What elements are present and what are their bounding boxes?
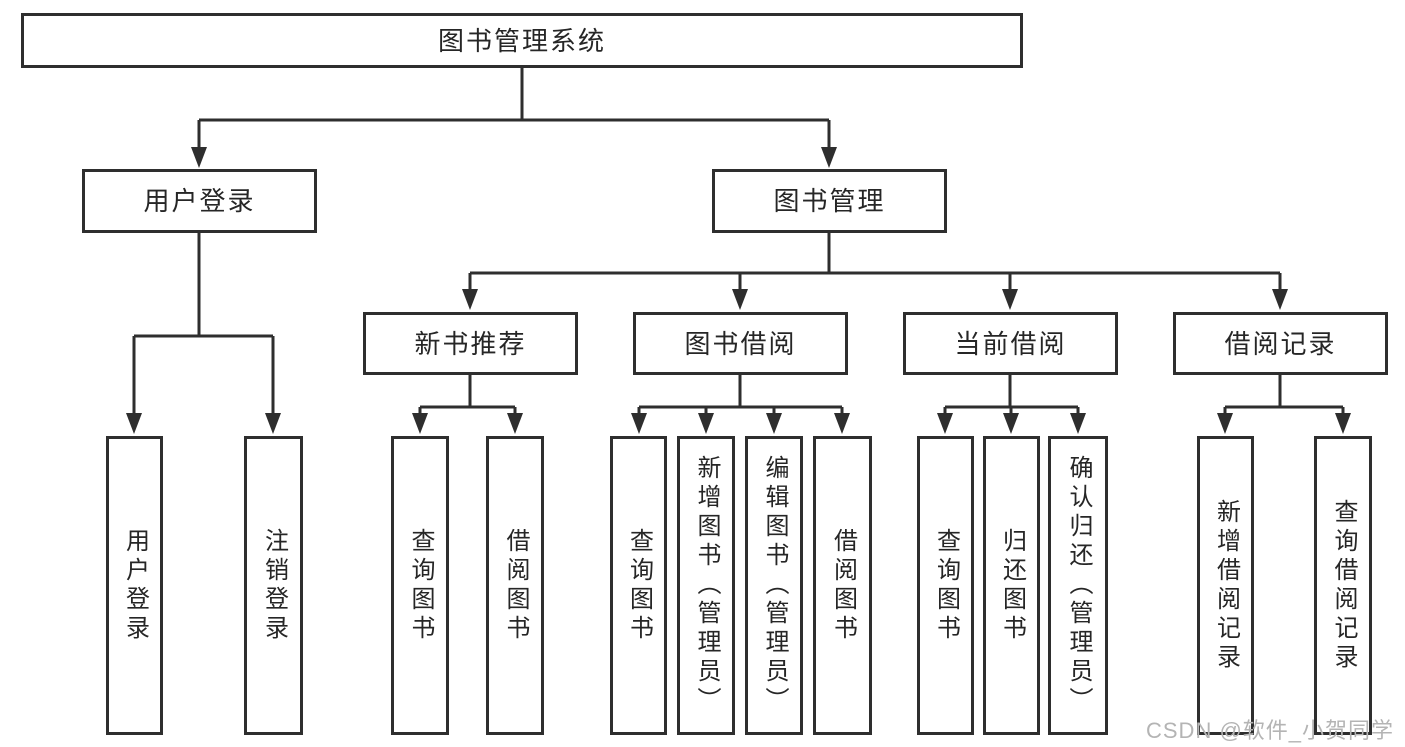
leaf-current-query: 查询图书 <box>917 436 974 735</box>
leaf-borrow-query: 查询图书 <box>610 436 667 735</box>
node-root-system: 图书管理系统 <box>21 13 1023 68</box>
leaf-records-add: 新增借阅记录 <box>1197 436 1254 735</box>
node-borrow-records: 借阅记录 <box>1173 312 1388 375</box>
node-book-management: 图书管理 <box>712 169 947 233</box>
leaf-borrow-edit-admin: 编辑图书（管理员） <box>745 436 803 735</box>
leaf-user-login: 用户登录 <box>106 436 163 735</box>
leaf-current-confirm-admin: 确认归还（管理员） <box>1048 436 1108 735</box>
leaf-newbook-borrow: 借阅图书 <box>486 436 544 735</box>
node-user-login: 用户登录 <box>82 169 317 233</box>
csdn-watermark: CSDN @软件_小贺同学 <box>1146 718 1395 743</box>
leaf-newbook-query: 查询图书 <box>391 436 449 735</box>
leaf-borrow-add-admin: 新增图书（管理员） <box>677 436 735 735</box>
node-current-borrow: 当前借阅 <box>903 312 1118 375</box>
node-new-book-recommend: 新书推荐 <box>363 312 578 375</box>
leaf-records-query: 查询借阅记录 <box>1314 436 1372 735</box>
leaf-current-return: 归还图书 <box>983 436 1040 735</box>
leaf-borrow-borrow: 借阅图书 <box>813 436 872 735</box>
leaf-logout: 注销登录 <box>244 436 303 735</box>
node-book-borrow: 图书借阅 <box>633 312 848 375</box>
